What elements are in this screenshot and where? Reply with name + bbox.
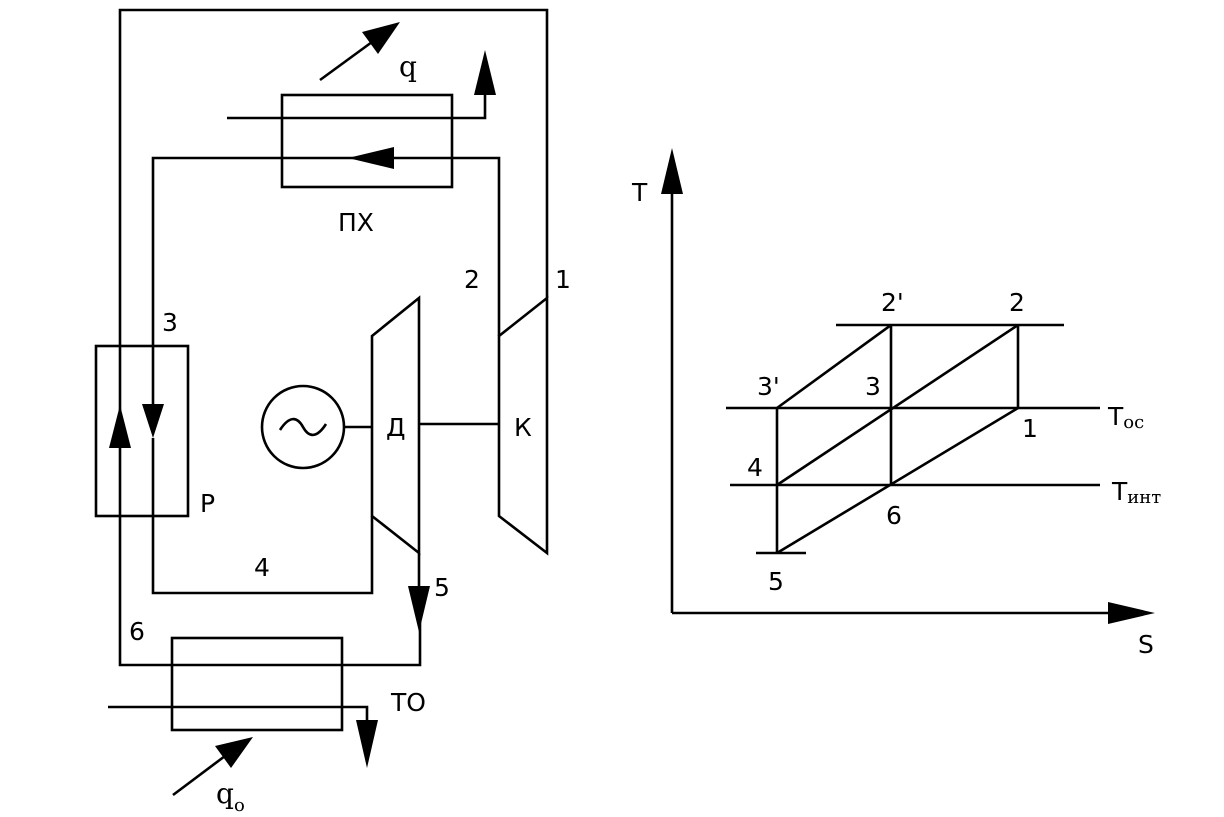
compressor-label: К [514, 413, 532, 442]
t-axis-label: T [631, 178, 648, 207]
schematic-point-5: 5 [434, 573, 450, 602]
ts-diagram: T S Tос Tинт 2' 2 3' 3 1 4 6 5 [631, 148, 1161, 659]
t-interior-sub: инт [1127, 487, 1161, 508]
flow-arrowhead-down [142, 404, 164, 438]
pipe-outer-loop [118, 8, 549, 667]
t-ambient-sub: ос [1123, 412, 1144, 433]
flow-arrowhead-expander-out [408, 586, 430, 632]
t-ambient-label: Tос [1107, 402, 1144, 433]
heat-exchanger-label: ТО [390, 688, 426, 717]
expander-label: Д [386, 413, 406, 442]
flow-arrowhead-cooler [348, 147, 394, 169]
cooler-coolant-line [227, 78, 487, 120]
t-interior-base: T [1111, 477, 1128, 506]
generator-tilde [278, 417, 328, 437]
heat-rejection-arrowhead [362, 22, 400, 54]
ts-point-3: 3 [865, 372, 881, 401]
heat-in-label-sub: o [234, 795, 245, 816]
ts-point-4: 4 [747, 453, 763, 482]
diagonal-3prime-2prime [776, 323, 892, 410]
heat-absorption-arrow-shaft [172, 754, 226, 797]
cooler-box [280, 93, 454, 189]
t-ambient-base: T [1107, 402, 1124, 431]
t-axis-arrowhead [661, 148, 683, 194]
s-axis-arrowhead [1108, 602, 1155, 624]
heat-exchanger-box [170, 636, 344, 732]
heat-rejection-arrow-shaft [319, 40, 373, 82]
schematic-point-6: 6 [129, 617, 145, 646]
heat-absorption-arrowhead [215, 737, 253, 768]
heat-exchanger-coolant-line [108, 705, 369, 740]
pipe-regenerator-to-expander [151, 438, 374, 595]
diagonal-4-2 [776, 323, 1019, 487]
flow-arrowhead-up [109, 405, 131, 448]
coolant-in-arrowhead [356, 720, 378, 768]
schematic-point-1: 1 [555, 265, 571, 294]
heat-in-label: qo [216, 777, 245, 816]
schematic-point-3: 3 [162, 308, 178, 337]
s-axis-label: S [1138, 630, 1154, 659]
coolant-out-arrowhead [474, 50, 496, 95]
diagonal-5-1 [776, 406, 1019, 555]
ts-point-6: 6 [886, 501, 902, 530]
ts-point-2: 2 [1009, 288, 1025, 317]
t-interior-label: Tинт [1111, 477, 1161, 508]
heat-out-label: q [399, 50, 417, 83]
schematic-point-2: 2 [464, 265, 480, 294]
ts-point-3prime: 3' [757, 372, 780, 401]
regenerator-box [94, 344, 190, 518]
regenerator-label: Р [200, 489, 215, 518]
ts-point-5: 5 [768, 567, 784, 596]
schematic-point-4: 4 [254, 553, 270, 582]
ts-point-1: 1 [1022, 414, 1038, 443]
cycle-schematic: q qo ПХ Р Д К ТО 1 2 3 4 5 6 [94, 8, 571, 816]
cooler-label: ПХ [338, 208, 374, 237]
compressor-body [497, 295, 549, 556]
heat-in-label-base: q [216, 777, 234, 810]
ts-point-2prime: 2' [881, 288, 904, 317]
pipe-compressor-to-regenerator [151, 156, 501, 410]
